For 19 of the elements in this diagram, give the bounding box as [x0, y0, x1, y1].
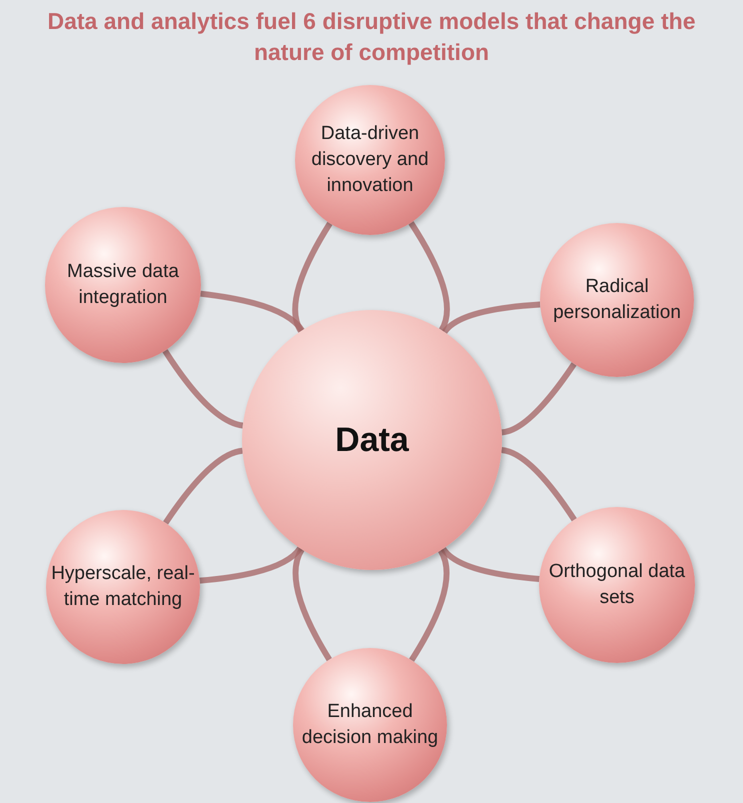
orbit-line [501, 362, 577, 436]
orbit-line [409, 549, 450, 662]
orbit-line [292, 222, 332, 333]
sphere-label: Hyperscale, real-time matching [50, 562, 196, 612]
sphere-label: Massive data integration [66, 260, 180, 310]
sphere-label: Data [334, 427, 410, 453]
sphere-label: Radical personalization [552, 275, 682, 325]
sphere-label: Enhanced decision making [300, 700, 440, 750]
sphere-label: Orthogonal data sets [548, 560, 686, 610]
orbit-line [442, 302, 540, 334]
orbit-line [292, 548, 332, 662]
orbit-line [162, 349, 244, 428]
orbit-line [501, 447, 577, 522]
orbit-line [163, 448, 243, 525]
orbit-line [440, 546, 540, 582]
title: Data and analytics fuel 6 disruptive models that change the nature of competition [46, 7, 696, 67]
orbit-line [200, 290, 304, 332]
orbit-line [408, 221, 450, 332]
sphere-label: Data-driven discovery and innovation [310, 122, 430, 198]
